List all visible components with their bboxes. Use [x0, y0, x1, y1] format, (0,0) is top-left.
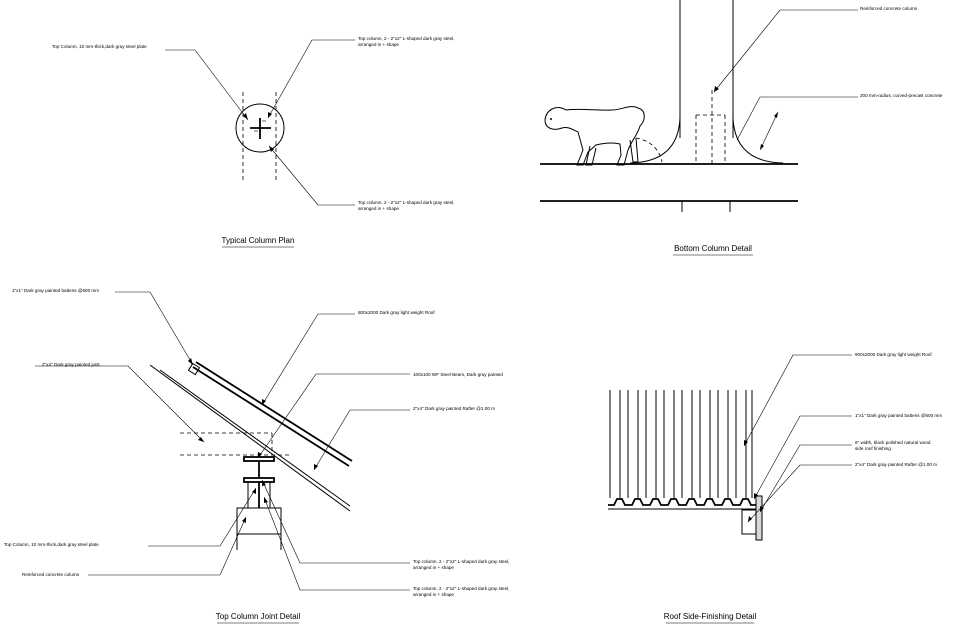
- note-roofside-battens: 1"x1" Dark gray painted battens @600 mm: [855, 413, 942, 418]
- side-wood-finishing: [755, 495, 763, 541]
- roof-sheet-bottom: [192, 366, 350, 467]
- rafter-section: [741, 509, 757, 535]
- title-typical-column-plan: Typical Column Plan: [222, 236, 295, 245]
- note-joint-l1-1: Top column, 2 - 2"x2" L-shaped dark gray…: [413, 559, 509, 564]
- leader-wood: [759, 444, 852, 513]
- column-circle: [235, 103, 285, 153]
- leader-beam: [257, 373, 410, 459]
- note-joint-battens: 1"x1" Dark gray painted battens @600 mm: [12, 288, 99, 293]
- leader-radius: [736, 96, 858, 141]
- title-roof-side-finishing-detail: Roof Side-Finishing Detail: [664, 612, 757, 621]
- leader-l1: [261, 479, 410, 564]
- leader-roof: [261, 313, 355, 406]
- dog-illustration: [544, 106, 663, 166]
- wf-steel-beam: [243, 456, 275, 483]
- note-roofside-roof: 900x2000 Dark gray light weight Roof: [855, 352, 932, 357]
- cross-steel-section: [250, 118, 271, 139]
- note-roofside-wood-1: 6" width, black polished natural wood: [855, 440, 931, 445]
- note-roofside-wood-2: side roof finishing: [855, 446, 891, 451]
- leader-bottom: [268, 145, 355, 206]
- top-column-joint-detail: 1"x1" Dark gray painted battens @600 mm …: [4, 288, 509, 624]
- note-joint-plate: Top Column, 10 mm-thick,dark gray steel …: [4, 542, 99, 547]
- note-joint-beam: 100x100 WF Steel Beam, Dark gray painted: [413, 372, 503, 377]
- note-joint-rafter: 2"x4" Dark gray painted Rafter @1.00 m: [413, 406, 495, 411]
- curved-precast-right: [732, 117, 784, 164]
- leader-top: [267, 39, 355, 119]
- note-joint-rc: Reinforced concrete column: [22, 572, 80, 577]
- joist-line: [159, 369, 351, 507]
- batten-section: [187, 362, 201, 376]
- leader-plate: [148, 487, 257, 547]
- bottom-column-detail: Reinforced concrete column 200 mm-radius…: [540, 0, 943, 256]
- note-joint-l1-2: arranged in + shape: [413, 565, 454, 570]
- roof-side-finishing-detail: 900x2000 Dark gray light weight Roof 1"x…: [608, 352, 942, 624]
- note-plan-bottom-2: arranged in + shape: [358, 206, 399, 211]
- note-joint-roof: 800x2000 Dark gray light weight Roof: [358, 310, 435, 315]
- leader-roof: [743, 354, 852, 447]
- title-bottom-column-detail: Bottom Column Detail: [674, 244, 752, 253]
- note-joint-joist: 2"x4" Dark gray painted joist: [42, 362, 100, 367]
- leader-rc: [88, 516, 247, 576]
- leader-rafter: [313, 409, 410, 471]
- corrugated-roof-profile: [608, 498, 756, 506]
- note-bottom-radius: 200 mm-radius, curved-precast concrete: [860, 93, 943, 98]
- curved-precast-left: [629, 117, 681, 164]
- title-top-column-joint-detail: Top Column Joint Detail: [216, 612, 301, 621]
- note-plan-plate: Top Column, 10 mm-thick,dark gray steel …: [52, 44, 147, 49]
- typical-column-plan: Top Column, 10 mm-thick,dark gray steel …: [52, 36, 454, 248]
- rafter-line: [149, 364, 351, 512]
- leader-plate: [165, 49, 249, 121]
- leader-joist: [35, 365, 205, 443]
- roof-sheet-top: [195, 361, 353, 462]
- leader-battens: [753, 415, 852, 500]
- leader-rafter: [747, 464, 852, 523]
- note-joint-l2-2: arranged in + shape: [413, 592, 454, 597]
- footing-hidden: [695, 90, 726, 163]
- roof-ribs: [609, 390, 753, 498]
- note-bottom-column: Reinforced concrete column: [860, 6, 918, 11]
- leader-battens: [115, 291, 194, 366]
- note-joint-l2-1: Top column, 2 - 2"x2" L-shaped dark gray…: [413, 586, 509, 591]
- note-plan-top-1: Top column, 2 - 2"x2" L-shaped dark gray…: [358, 36, 454, 41]
- note-plan-top-2: arranged in + shape: [358, 42, 399, 47]
- leader-column: [713, 9, 858, 93]
- note-plan-bottom-1: Top column, 2 - 2"x2" L-shaped dark gray…: [358, 200, 454, 205]
- leader-l2: [263, 496, 410, 591]
- note-roofside-rafter: 2"x4" Dark gray painted Rafter @1.00 m: [855, 462, 937, 467]
